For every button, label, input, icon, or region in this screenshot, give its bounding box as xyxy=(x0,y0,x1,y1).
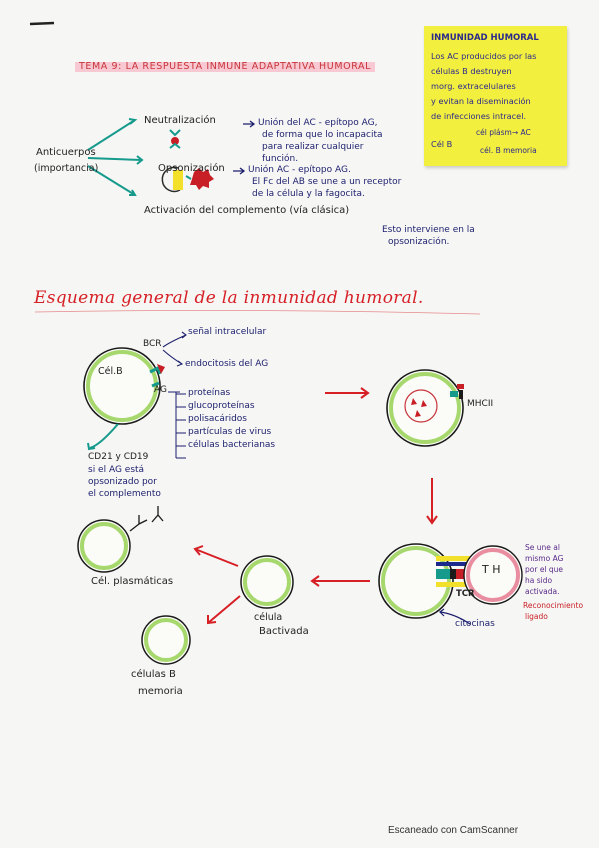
plasma-cell xyxy=(77,506,164,573)
sticky-heading: INMUNIDAD HUMORAL xyxy=(431,33,539,43)
sticky-note: INMUNIDAD HUMORAL Los AC producidos por … xyxy=(424,26,567,166)
ag-item: células bacterianas xyxy=(188,440,276,450)
ag-item: proteínas xyxy=(188,388,231,398)
antigen-triangle xyxy=(157,364,165,374)
arrow-to-neutralization xyxy=(87,119,136,151)
ag-item: glucoproteínas xyxy=(188,401,255,411)
cytokines-label: citocinas xyxy=(455,619,495,629)
activated-label: Bactivada xyxy=(259,626,309,637)
complement-note: Esto interviene en la xyxy=(382,225,475,235)
neutralization-drawing xyxy=(169,129,181,149)
mhc-label: MHCII xyxy=(467,399,494,409)
sticky-line: y evitan la diseminación xyxy=(431,96,531,106)
tcr-label: TCR xyxy=(456,589,475,599)
endocytosis-label: endocitosis del AG xyxy=(185,359,269,369)
memory-cell xyxy=(141,615,191,665)
arrow-to-opsonization xyxy=(87,157,143,161)
sticky-line: de infecciones intracel. xyxy=(431,111,527,121)
th-note-highlight: Reconocimiento xyxy=(523,601,584,610)
activated-b-cell xyxy=(240,555,294,609)
page-title: TEMA 9: LA RESPUESTA INMUNE ADAPTATIVA H… xyxy=(75,62,376,72)
differentiation-arrows xyxy=(193,545,241,625)
arrow-to-cd xyxy=(89,423,119,449)
sticky-line: Los AC producidos por las xyxy=(431,51,537,61)
opsonization-desc: Unión AC - epítopo AG. xyxy=(248,165,351,175)
neutralization-desc: para realizar cualquier xyxy=(262,142,364,152)
th-note: mismo AG xyxy=(525,554,564,563)
th-note: activada. xyxy=(525,587,560,596)
branch-arrows xyxy=(87,118,144,196)
section-underline xyxy=(34,310,481,315)
sticky-plasma: cél plásm→ AC xyxy=(476,128,531,137)
ag-item: partículas de virus xyxy=(188,427,272,437)
pen-dash xyxy=(29,21,55,26)
activated-label: célula xyxy=(254,612,283,623)
sticky-line: morg. extracelulares xyxy=(431,81,516,91)
th-note: por el que xyxy=(525,565,564,574)
section-title: Esquema general de la inmunidad humoral. xyxy=(34,288,424,308)
complement-label: Activación del complemento (vía clásica) xyxy=(144,205,350,216)
bcr-arrows xyxy=(162,331,187,367)
th-note: ha sido xyxy=(525,576,553,585)
memory-label: células B xyxy=(131,669,176,680)
arrow-to-apc xyxy=(325,387,370,399)
complement-note: opsonización. xyxy=(388,237,450,247)
signal-label: señal intracelular xyxy=(188,327,267,337)
antibody-glyph xyxy=(129,515,148,532)
opsonization-drawing xyxy=(161,166,214,193)
opsonization-desc: El Fc del AB se une a un receptor xyxy=(252,177,402,187)
ag-label: AG xyxy=(154,385,167,395)
cd-label: CD21 y CD19 xyxy=(88,452,149,462)
th-label: T H xyxy=(482,563,501,576)
sticky-memory: cél. B memoria xyxy=(480,146,537,155)
sticky-b: Cél B xyxy=(431,139,453,149)
neutralization-desc: función. xyxy=(262,154,299,164)
antibody-glyph xyxy=(151,506,164,523)
antibodies-label: Anticuerpos xyxy=(36,147,96,158)
cd-note: el complemento xyxy=(88,489,161,499)
cd-note: si el AG está xyxy=(88,465,145,475)
arrow-down-to-th xyxy=(426,478,438,525)
th-note-highlight: ligado xyxy=(525,612,548,621)
neutralization-desc: de forma que lo incapacita xyxy=(262,130,383,140)
th-note: Se une al xyxy=(525,543,560,552)
b-cell xyxy=(83,347,165,451)
scanner-footer: Escaneado con CamScanner xyxy=(388,825,519,836)
antibodies-sub: (importancia) xyxy=(34,163,99,174)
memory-label: memoria xyxy=(138,686,183,697)
neutralization-desc: Unión del AC - epítopo AG, xyxy=(258,118,378,128)
ag-item: polisacáridos xyxy=(188,414,247,424)
bcr-receptor xyxy=(149,365,162,375)
small-arrows xyxy=(233,120,256,175)
neutralization-label: Neutralización xyxy=(144,115,216,126)
cell-b-label: Cél.B xyxy=(98,366,123,377)
cd-note: opsonizado por xyxy=(88,477,157,487)
sticky-line: células B destruyen xyxy=(431,66,512,76)
plasma-label: Cél. plasmáticas xyxy=(91,576,174,587)
antigen-presenting-b-cell xyxy=(386,369,464,447)
arrow-to-activated-b xyxy=(310,575,370,587)
opsonization-desc: de la célula y la fagocita. xyxy=(252,189,365,199)
b-th-interaction xyxy=(378,543,523,625)
bcr-label: BCR xyxy=(143,339,162,349)
arrow-to-complement xyxy=(87,165,136,196)
ag-bracket xyxy=(168,391,186,459)
opsonization-label: Opsonización xyxy=(158,163,225,174)
